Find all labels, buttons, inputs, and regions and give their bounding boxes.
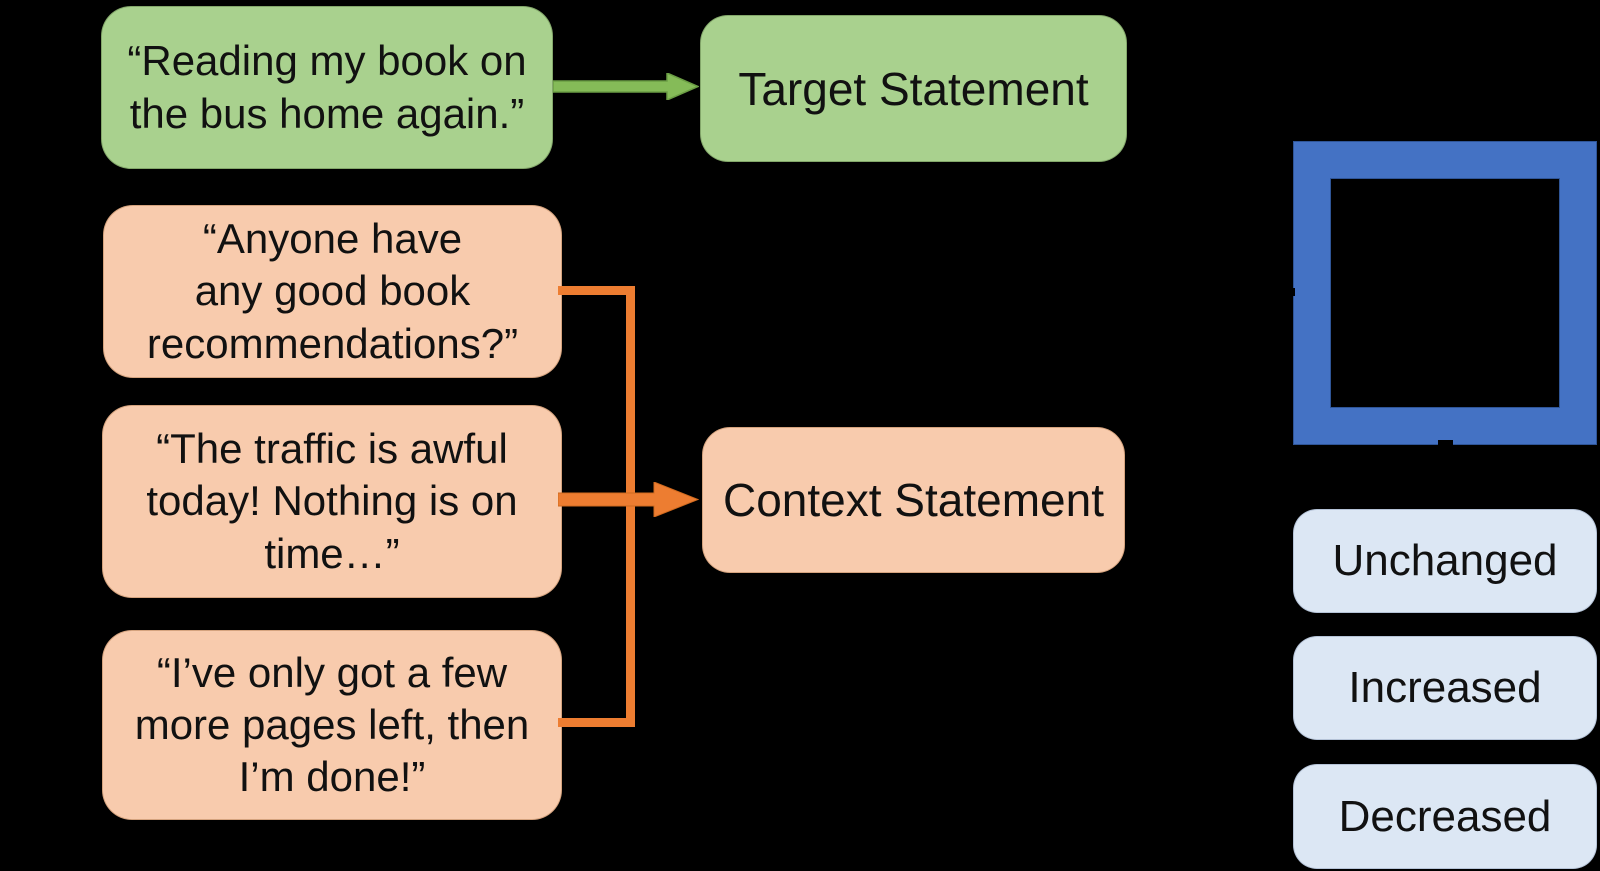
- hidden-arrowhead-notch: [1288, 288, 1295, 296]
- model-placeholder-frame-hole: [1330, 178, 1560, 408]
- target-example-statement-box: “Reading my book on the bus home again.”: [101, 6, 553, 169]
- context-example-statement-text: “The traffic is awful today! Nothing is …: [146, 425, 518, 577]
- context-connector-top-line: [558, 286, 635, 295]
- answer-box-decreased: Decreased: [1293, 764, 1597, 869]
- context-arrow-icon: [558, 482, 699, 517]
- answer-label: Increased: [1348, 663, 1542, 712]
- model-placeholder-frame: [1293, 141, 1597, 445]
- answer-box-unchanged: Unchanged: [1293, 509, 1597, 613]
- target-example-statement-text: “Reading my book on the bus home again.”: [127, 37, 527, 137]
- target-arrow-icon: [553, 73, 699, 100]
- context-statement-box: Context Statement: [702, 427, 1125, 573]
- context-connector-bottom-line: [558, 718, 635, 727]
- answer-label: Unchanged: [1332, 536, 1558, 585]
- context-example-statement-box: “Anyone have any good book recommendatio…: [103, 205, 562, 378]
- answer-label: Decreased: [1338, 791, 1552, 841]
- target-statement-box: Target Statement: [700, 15, 1127, 162]
- context-statement-label: Context Statement: [723, 474, 1104, 526]
- target-statement-label: Target Statement: [738, 62, 1089, 115]
- context-example-statement-box: “I’ve only got a few more pages left, th…: [102, 630, 562, 820]
- context-example-statement-box: “The traffic is awful today! Nothing is …: [102, 405, 562, 598]
- answer-box-increased: Increased: [1293, 636, 1597, 740]
- context-example-statement-text: “I’ve only got a few more pages left, th…: [134, 648, 530, 801]
- context-example-statement-text: “Anyone have any good book recommendatio…: [146, 215, 519, 367]
- hidden-arrowhead-notch: [1438, 440, 1453, 446]
